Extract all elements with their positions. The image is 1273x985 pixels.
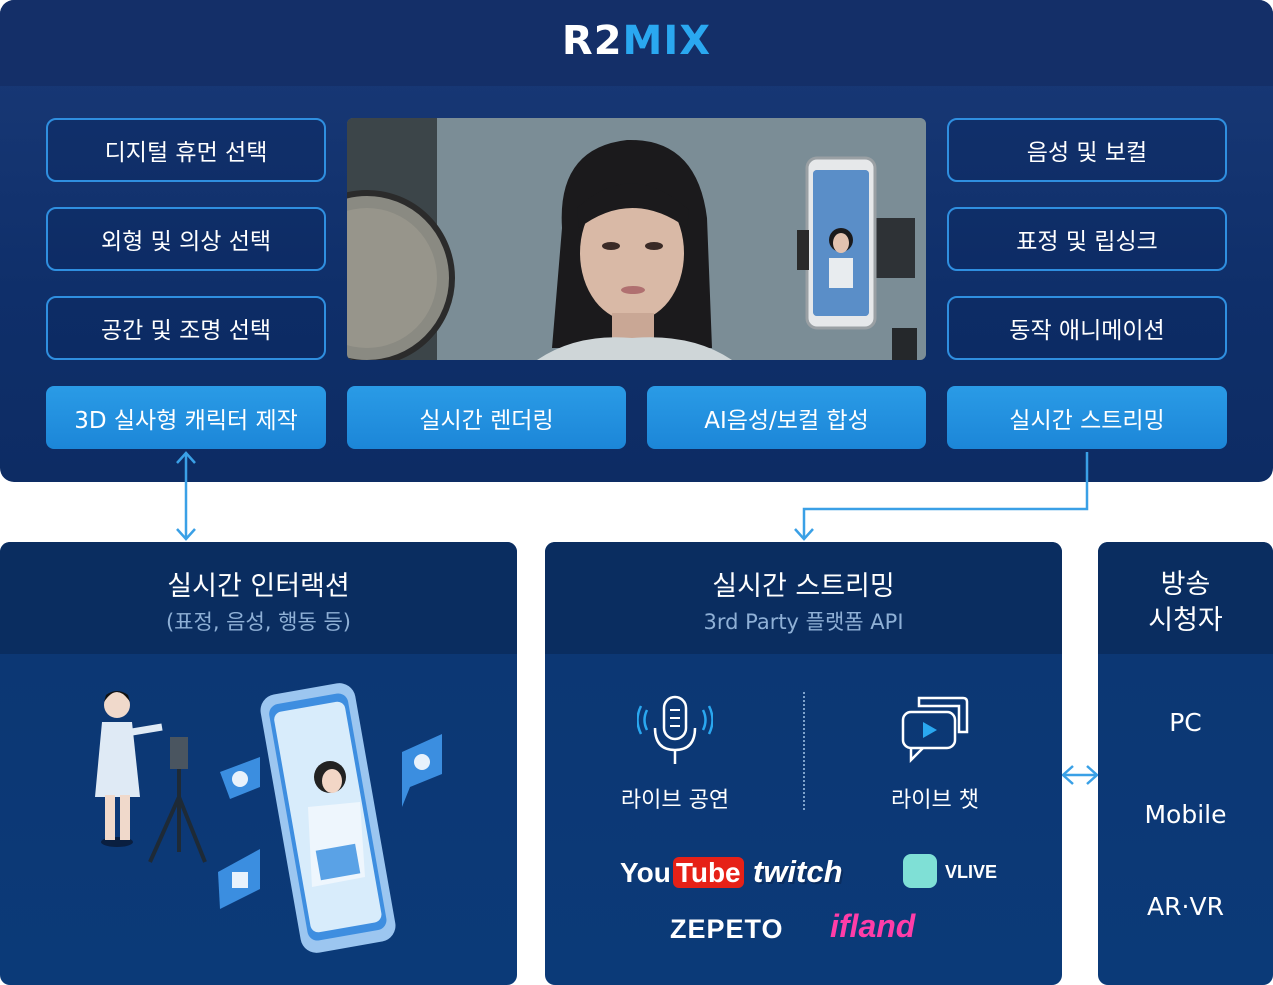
double-arrow-vertical-icon bbox=[177, 453, 195, 539]
realtime-streaming-panel: 실시간 스트리밍 3rd Party 플랫폼 API 라이브 공연 라이브 챗 … bbox=[545, 542, 1062, 985]
viewer-mobile: Mobile bbox=[1098, 800, 1273, 829]
interaction-illustration bbox=[80, 677, 460, 967]
viewers-title-line1: 방송 bbox=[1098, 562, 1273, 601]
live-performance-label: 라이브 공연 bbox=[585, 782, 765, 814]
emoji-chat-bubble-icon bbox=[220, 757, 260, 799]
streaming-title: 실시간 스트리밍 bbox=[545, 564, 1062, 603]
ifland-logo: ifland bbox=[830, 908, 915, 945]
presenter-figure-icon bbox=[95, 691, 162, 847]
realtime-interaction-panel: 실시간 인터랙션 (표정, 음성, 행동 등) bbox=[0, 542, 517, 985]
double-arrow-horizontal-icon bbox=[1063, 766, 1097, 784]
video-chat-icon bbox=[897, 692, 973, 768]
live-chat-label: 라이브 챗 bbox=[845, 782, 1025, 814]
youtube-you: You bbox=[620, 857, 671, 888]
viewers-title-line2: 시청자 bbox=[1098, 598, 1273, 637]
camera-tripod-icon bbox=[150, 737, 205, 862]
microphone-icon bbox=[637, 692, 713, 772]
smartphone-icon bbox=[258, 681, 398, 956]
youtube-tube: Tube bbox=[673, 857, 744, 888]
viewer-pc: PC bbox=[1098, 708, 1273, 737]
dotted-divider bbox=[803, 692, 805, 810]
twitch-logo: twitch bbox=[753, 854, 843, 890]
vlive-icon bbox=[903, 854, 937, 888]
gift-chat-bubble-icon bbox=[218, 849, 260, 909]
broadcast-viewers-panel: 방송 시청자 PC Mobile AR·VR bbox=[1098, 542, 1273, 985]
interaction-title: 실시간 인터랙션 bbox=[0, 564, 517, 603]
elbow-arrow-icon bbox=[795, 452, 1087, 539]
vlive-logo: VLIVE bbox=[945, 862, 997, 883]
phone-chat-bubble-icon bbox=[402, 734, 442, 807]
interaction-subtitle: (표정, 음성, 행동 등) bbox=[0, 606, 517, 636]
viewer-ar-vr: AR·VR bbox=[1098, 892, 1273, 921]
streaming-subtitle: 3rd Party 플랫폼 API bbox=[545, 606, 1062, 636]
zepeto-logo: ZEPETO bbox=[670, 914, 784, 945]
